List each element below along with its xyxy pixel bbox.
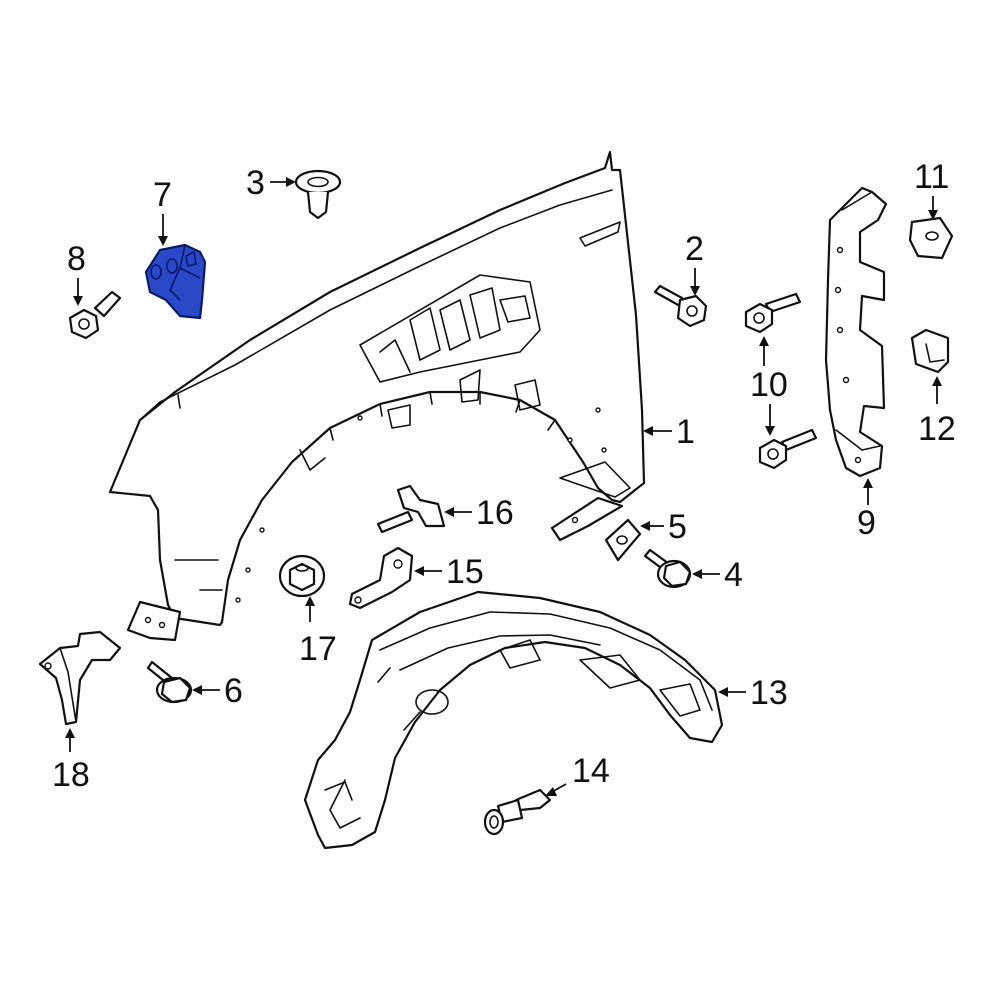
callout-label-14: 14 — [572, 752, 610, 790]
callout-9: 9 — [857, 478, 876, 542]
fender-liner-part-13[interactable] — [303, 590, 724, 850]
callout-16: 16 — [444, 494, 514, 532]
bracket-part-7-highlighted[interactable] — [144, 243, 207, 320]
nut-part-17[interactable] — [278, 554, 326, 598]
callout-5: 5 — [640, 508, 687, 546]
bolt-part-6[interactable] — [146, 660, 193, 704]
callout-label-2: 2 — [685, 230, 704, 268]
callout-label-6: 6 — [224, 672, 243, 710]
stud-bracket-part-16[interactable] — [376, 484, 446, 534]
callout-label-9: 9 — [857, 504, 876, 542]
bracket-part-18[interactable] — [38, 630, 122, 726]
bracket-part-15[interactable] — [348, 546, 414, 610]
support-bracket-part-9[interactable] — [824, 186, 888, 478]
pad-part-5[interactable] — [604, 518, 642, 562]
callout-label-16: 16 — [476, 494, 514, 532]
callout-14: 14 — [545, 752, 610, 796]
callout-label-17: 17 — [299, 630, 337, 668]
fender-part-1[interactable] — [108, 150, 646, 642]
callout-label-12: 12 — [918, 410, 956, 448]
callout-label-10: 10 — [750, 366, 788, 404]
callout-2: 2 — [685, 230, 704, 296]
clip-nut-part-11[interactable] — [908, 216, 954, 260]
bolt-part-4[interactable] — [643, 548, 692, 589]
callout-label-5: 5 — [668, 508, 687, 546]
callout-13: 13 — [718, 674, 788, 712]
callout-8: 8 — [67, 240, 86, 306]
callout-label-13: 13 — [750, 674, 788, 712]
callout-10: 10 — [750, 336, 788, 436]
bolt-part-10-lower[interactable] — [758, 428, 818, 470]
callout-label-8: 8 — [67, 240, 86, 278]
callout-15: 15 — [414, 553, 484, 591]
callout-label-4: 4 — [724, 556, 743, 594]
bolt-part-8[interactable] — [68, 290, 122, 340]
push-pin-part-14[interactable] — [483, 788, 552, 836]
callout-label-18: 18 — [52, 756, 90, 794]
push-pin-part-3[interactable] — [294, 169, 342, 220]
callout-1: 1 — [643, 413, 695, 451]
callout-label-1: 1 — [676, 413, 695, 451]
callout-label-11: 11 — [914, 158, 949, 196]
callout-18: 18 — [52, 728, 90, 794]
clip-part-12[interactable] — [910, 328, 950, 374]
callout-label-15: 15 — [446, 553, 484, 591]
callout-7: 7 — [153, 176, 172, 246]
bolt-part-2[interactable] — [653, 284, 708, 328]
callout-label-7: 7 — [153, 176, 172, 214]
bolt-part-10-upper[interactable] — [744, 292, 802, 334]
callout-4: 4 — [692, 556, 743, 594]
callout-label-3: 3 — [246, 164, 265, 202]
callout-12: 12 — [918, 376, 956, 448]
callout-17: 17 — [299, 596, 337, 668]
callout-6: 6 — [192, 672, 243, 710]
callout-3: 3 — [246, 164, 296, 202]
callout-11: 11 — [914, 158, 949, 220]
